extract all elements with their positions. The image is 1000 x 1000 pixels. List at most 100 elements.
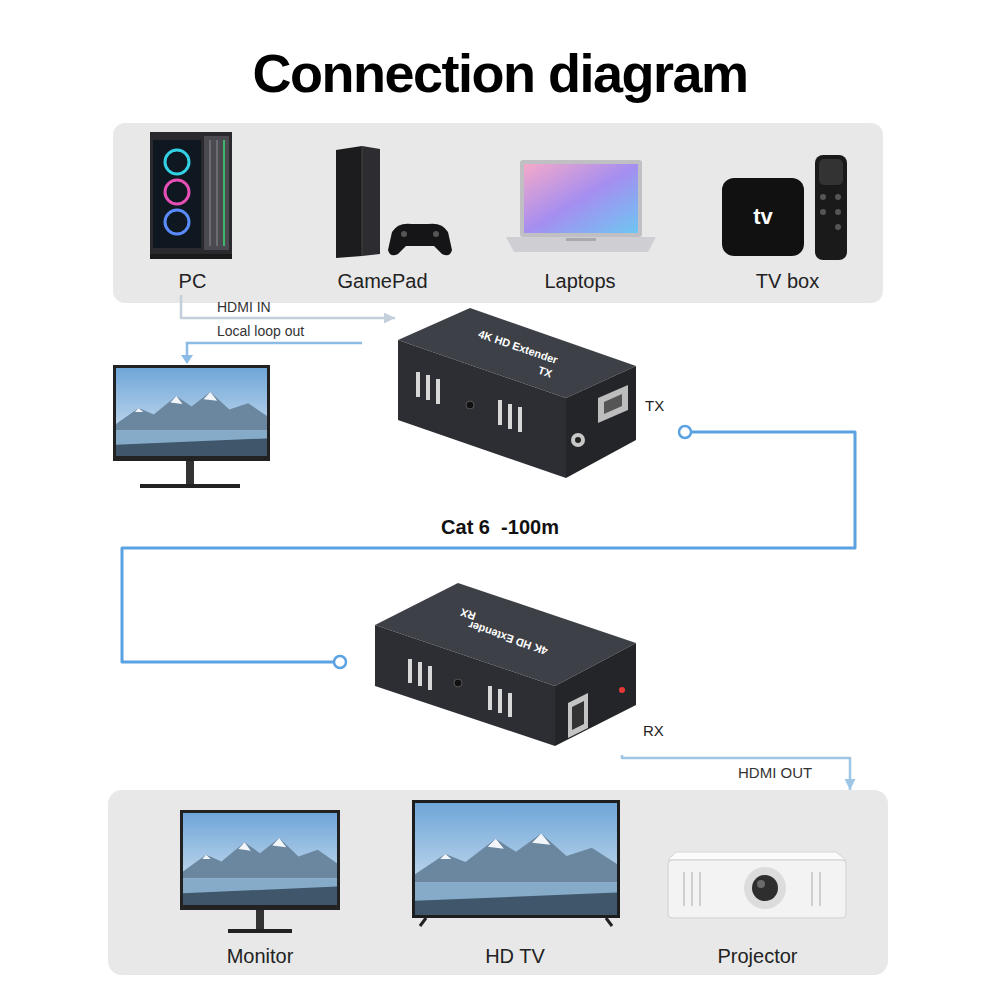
rx-extender-box <box>488 686 492 710</box>
loop-out-arrow <box>181 355 193 364</box>
tx-extender-box <box>518 407 522 432</box>
edge-label: Cat 6 -100m <box>441 516 559 539</box>
laptop-icon <box>566 238 596 241</box>
loop-monitor-icon <box>113 365 270 461</box>
projector-icon <box>691 872 693 906</box>
display-node: Projector <box>656 790 859 970</box>
tx-extender-box <box>508 404 512 429</box>
projector-icon <box>684 872 820 906</box>
housing-print: 4K HD Extender <box>467 618 550 657</box>
projector-icon <box>811 872 813 906</box>
rx-extender-box <box>428 666 432 690</box>
pc-tower-icon <box>223 140 225 246</box>
game-console-icon <box>336 146 452 258</box>
port-dot <box>679 426 691 438</box>
hd-tv-icon <box>412 800 620 918</box>
pc-tower-icon <box>204 136 229 250</box>
tv-box-icon <box>819 159 843 185</box>
rx-extender-box <box>619 687 625 693</box>
tx-extender-box <box>398 308 636 478</box>
device-label: Laptops <box>496 270 664 293</box>
projector-icon <box>752 875 778 901</box>
monitor-icon <box>180 810 340 910</box>
projector-icon <box>683 872 685 906</box>
pc-tower-icon <box>216 140 218 246</box>
cable-connector <box>181 295 395 318</box>
tx-extender-box <box>566 366 636 478</box>
extender-transmitter: 4K HD ExtenderTXTX <box>395 300 685 485</box>
monitor-icon <box>183 813 337 905</box>
rx-extender-box <box>508 693 512 717</box>
tx-extender-box <box>436 379 440 404</box>
tv-box-icon <box>722 155 847 260</box>
rx-extender-box <box>408 659 412 683</box>
rx-extender-box <box>375 583 636 746</box>
device-node: GamePad <box>321 140 444 295</box>
projector-icon <box>668 860 846 918</box>
hd-tv-icon <box>412 800 620 926</box>
signal-label: Local loop out <box>217 323 304 339</box>
pc-tower-icon <box>209 140 211 246</box>
device-label: Monitor <box>171 945 349 968</box>
rx-extender-box <box>572 701 584 730</box>
laptop-icon <box>506 160 656 252</box>
edge-label: HDMI OUT <box>738 764 812 781</box>
source-panel <box>113 123 883 303</box>
hd-tv-icon <box>420 918 426 926</box>
loop-monitor-icon <box>140 484 240 488</box>
tv-box-icon <box>820 209 826 215</box>
cable-connector <box>122 432 855 662</box>
port-dot <box>334 656 346 668</box>
tv-box-icon <box>820 194 826 200</box>
display-node: Monitor <box>171 805 349 970</box>
diagram-title: Connection diagram <box>0 42 1000 104</box>
hd-tv-icon <box>606 918 612 926</box>
pc-tower-icon <box>165 150 189 174</box>
tx-extender-box <box>418 372 520 432</box>
housing-print: 4K HD Extender <box>477 327 560 366</box>
rx-extender-box <box>454 679 462 687</box>
pc-tower-icon <box>165 210 189 234</box>
tx-extender-box <box>498 400 502 425</box>
loop-out-arrow <box>181 343 362 364</box>
laptop-icon <box>520 160 642 237</box>
display-panel <box>108 790 888 975</box>
monitor-icon <box>228 929 292 933</box>
projector-icon <box>668 852 846 860</box>
tx-extender-box <box>604 394 622 414</box>
rx-extender-box <box>498 689 502 713</box>
cable-connector <box>622 755 850 790</box>
brand-mark: tv <box>753 204 773 229</box>
device-node: TV box <box>711 150 864 295</box>
device-node: Laptops <box>496 155 664 295</box>
tv-box-icon <box>835 224 841 230</box>
device-label: GamePad <box>321 270 444 293</box>
display-node: HD TV <box>401 795 629 970</box>
pc-tower-icon <box>150 254 232 259</box>
loop-out-arrow <box>187 343 362 356</box>
device-label: TV box <box>711 270 864 293</box>
loop-monitor-icon <box>113 365 270 488</box>
hd-tv-icon <box>415 803 617 915</box>
tx-extender-box <box>571 433 585 447</box>
game-console-icon <box>388 224 452 256</box>
tx-extender-box <box>575 437 581 443</box>
tx-extender-box <box>466 401 474 409</box>
extender-receiver: 4K HD ExtenderRXRX <box>340 575 680 755</box>
projector-icon <box>744 867 786 909</box>
edge-label: HDMI IN <box>217 299 271 315</box>
pc-tower-icon <box>150 132 232 254</box>
game-console-icon <box>362 146 380 256</box>
unit-tag: TX <box>645 397 664 414</box>
source-panel <box>113 123 883 303</box>
tv-box-icon <box>835 209 841 215</box>
projector-icon <box>757 880 765 888</box>
pc-tower-icon <box>153 140 201 248</box>
pc-tower-icon <box>150 132 232 259</box>
game-console-icon <box>362 146 363 256</box>
monitor-icon <box>256 910 264 930</box>
game-console-icon <box>336 146 362 258</box>
